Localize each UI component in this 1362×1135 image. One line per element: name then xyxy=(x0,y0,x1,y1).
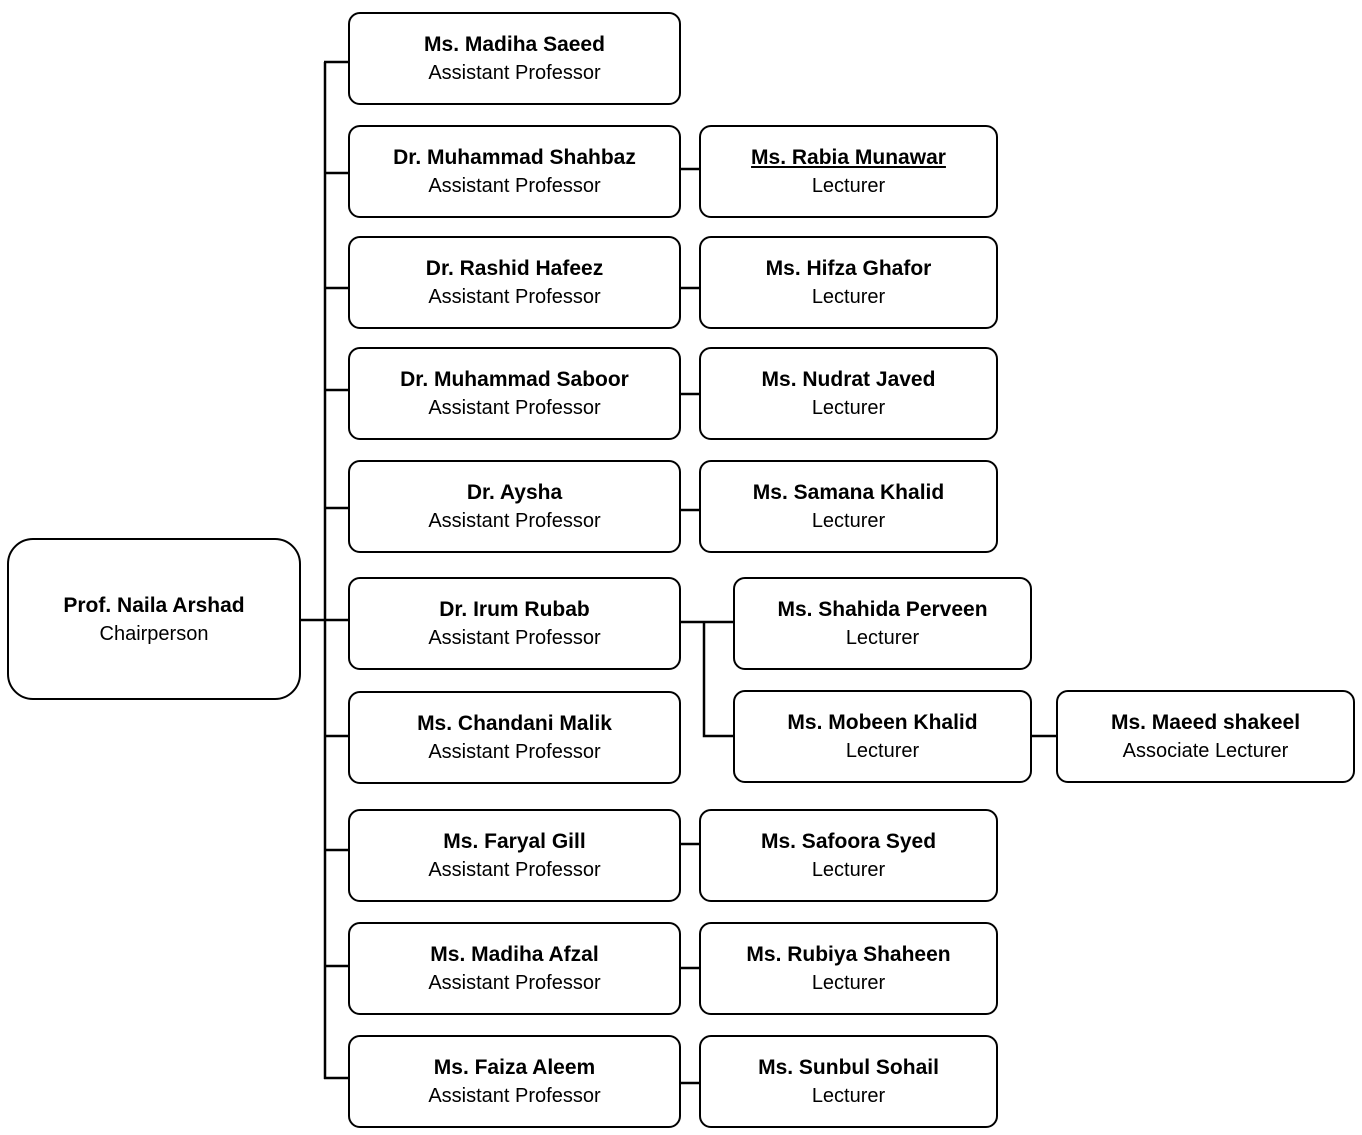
person-name: Ms. Chandani Malik xyxy=(417,712,612,735)
person-name: Ms. Rubiya Shaheen xyxy=(746,943,951,966)
lecturer-node: Ms. Rubiya Shaheen Lecturer xyxy=(699,922,998,1015)
person-name: Ms. Madiha Afzal xyxy=(430,943,599,966)
person-name: Dr. Muhammad Shahbaz xyxy=(393,146,636,169)
person-name: Ms. Faiza Aleem xyxy=(433,1056,596,1079)
person-title: Assistant Professor xyxy=(428,286,601,308)
person-name: Dr. Aysha xyxy=(466,481,563,504)
person-title: Lecturer xyxy=(811,397,886,419)
assistant-professor-node: Ms. Chandani Malik Assistant Professor xyxy=(348,691,681,784)
person-title: Assistant Professor xyxy=(428,397,601,419)
person-title: Lecturer xyxy=(811,972,886,994)
lecturer-node: Ms. Sunbul Sohail Lecturer xyxy=(699,1035,998,1128)
person-title: Lecturer xyxy=(811,1085,886,1107)
person-title: Assistant Professor xyxy=(428,627,601,649)
person-title: Assistant Professor xyxy=(428,741,601,763)
person-title: Lecturer xyxy=(845,627,920,649)
lecturer-node: Ms. Mobeen Khalid Lecturer xyxy=(733,690,1032,783)
person-name: Ms. Mobeen Khalid xyxy=(787,711,978,734)
lecturer-node: Ms. Safoora Syed Lecturer xyxy=(699,809,998,902)
assistant-professor-node: Dr. Irum Rubab Assistant Professor xyxy=(348,577,681,670)
person-title: Lecturer xyxy=(811,175,886,197)
assistant-professor-node: Ms. Faryal Gill Assistant Professor xyxy=(348,809,681,902)
person-title: Lecturer xyxy=(845,740,920,762)
person-title: Assistant Professor xyxy=(428,62,601,84)
lecturer-node: Ms. Shahida Perveen Lecturer xyxy=(733,577,1032,670)
person-name: Ms. Safoora Syed xyxy=(760,830,937,853)
person-title: Assistant Professor xyxy=(428,972,601,994)
lecturer-node: Ms. Nudrat Javed Lecturer xyxy=(699,347,998,440)
assistant-professor-node: Dr. Aysha Assistant Professor xyxy=(348,460,681,553)
chairperson-node: Prof. Naila Arshad Chairperson xyxy=(7,538,301,700)
person-name: Ms. Sunbul Sohail xyxy=(758,1056,939,1079)
assistant-professor-node: Dr. Muhammad Saboor Assistant Professor xyxy=(348,347,681,440)
person-name: Ms. Shahida Perveen xyxy=(777,598,988,621)
person-name: Ms. Madiha Saeed xyxy=(424,33,605,56)
person-name: Ms. Rabia Munawar xyxy=(751,146,946,169)
person-title: Assistant Professor xyxy=(428,1085,601,1107)
person-name: Ms. Hifza Ghafor xyxy=(765,257,932,280)
person-title: Assistant Professor xyxy=(428,175,601,197)
assistant-professor-node: Dr. Rashid Hafeez Assistant Professor xyxy=(348,236,681,329)
person-title: Lecturer xyxy=(811,859,886,881)
person-name: Ms. Faryal Gill xyxy=(443,830,586,853)
person-name: Dr. Rashid Hafeez xyxy=(425,257,604,280)
person-name: Ms. Samana Khalid xyxy=(752,481,945,504)
assistant-professor-node: Ms. Madiha Afzal Assistant Professor xyxy=(348,922,681,1015)
person-title: Associate Lecturer xyxy=(1122,740,1289,762)
associate-lecturer-node: Ms. Maeed shakeel Associate Lecturer xyxy=(1056,690,1355,783)
person-name: Dr. Irum Rubab xyxy=(439,598,590,621)
link-irum-mobeen xyxy=(702,622,735,738)
assistant-professor-node: Ms. Faiza Aleem Assistant Professor xyxy=(348,1035,681,1128)
lecturer-node: Ms. Samana Khalid Lecturer xyxy=(699,460,998,553)
person-title: Assistant Professor xyxy=(428,510,601,532)
lecturer-node: Ms. Hifza Ghafor Lecturer xyxy=(699,236,998,329)
chairperson-name: Prof. Naila Arshad xyxy=(63,593,245,617)
person-name: Ms. Maeed shakeel xyxy=(1110,711,1301,734)
person-title: Lecturer xyxy=(811,510,886,532)
person-title: Lecturer xyxy=(811,286,886,308)
person-title: Assistant Professor xyxy=(428,859,601,881)
assistant-professor-node: Ms. Madiha Saeed Assistant Professor xyxy=(348,12,681,105)
person-name: Ms. Nudrat Javed xyxy=(761,368,936,391)
chairperson-title: Chairperson xyxy=(99,622,209,645)
assistant-professor-node: Dr. Muhammad Shahbaz Assistant Professor xyxy=(348,125,681,218)
person-name: Dr. Muhammad Saboor xyxy=(400,368,629,391)
lecturer-node: Ms. Rabia Munawar Lecturer xyxy=(699,125,998,218)
